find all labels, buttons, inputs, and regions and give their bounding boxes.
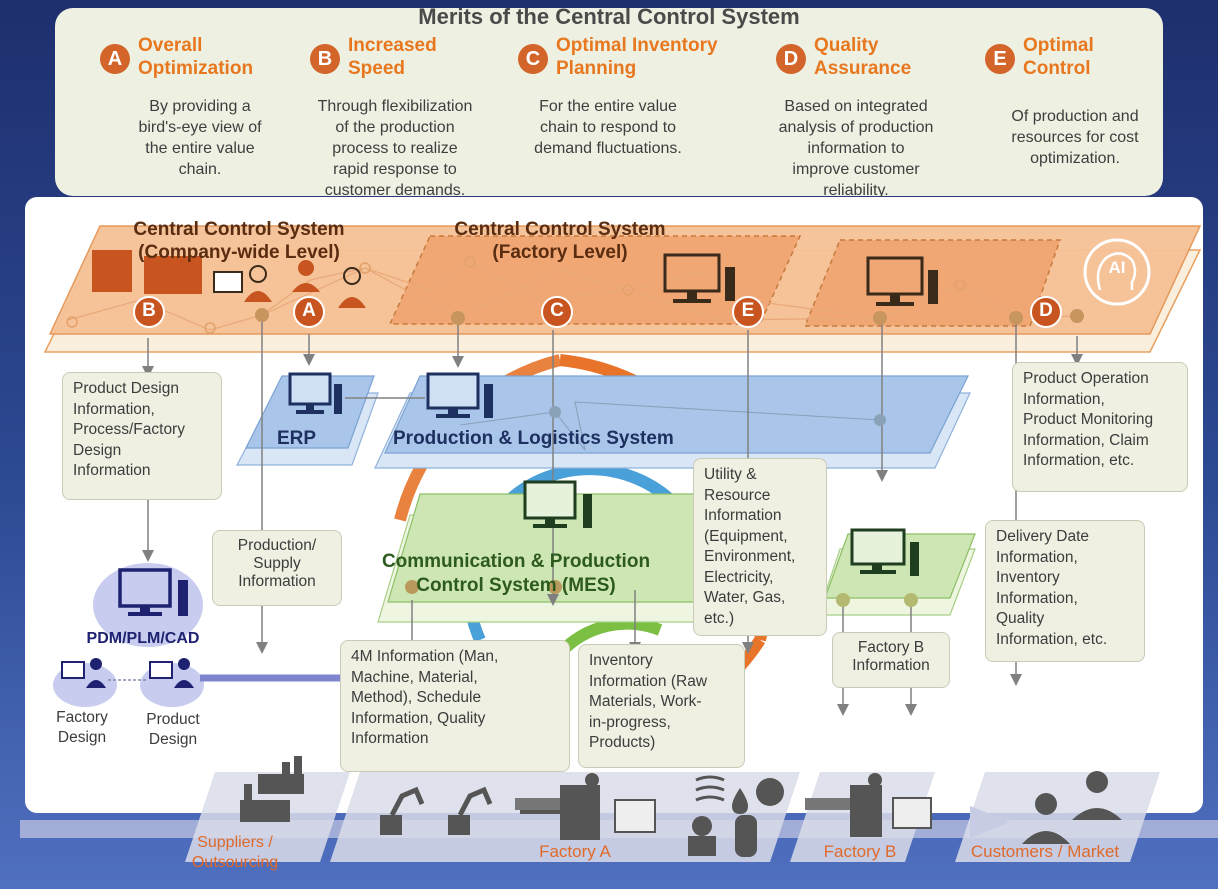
phone-user-icon <box>1072 771 1122 820</box>
monitor-icon <box>663 253 735 303</box>
wind-icon <box>695 775 725 802</box>
layer-badges <box>133 296 1062 328</box>
worker-icon <box>688 816 716 856</box>
badge-a: A <box>100 44 130 74</box>
layer-badge-c: C <box>550 300 564 321</box>
pls-layer <box>236 375 971 469</box>
factory-b-label: Factory B <box>823 842 897 861</box>
merit-c-title-2: Planning <box>556 58 637 79</box>
customers-label: Customers / Market <box>970 842 1120 861</box>
pdm-label: PDM/PLM/CAD <box>86 630 200 647</box>
merits-banner <box>55 8 1163 196</box>
merit-e-title-1: Optimal <box>1023 35 1094 56</box>
production-line-icon <box>515 773 600 840</box>
ccs-company-label: Central Control System(Company-wide Leve… <box>133 219 345 263</box>
ai-icon <box>1083 238 1151 306</box>
merit-a-title-2: Optimization <box>138 58 254 79</box>
factory-icons <box>240 756 1122 857</box>
ai-label: AI <box>1108 258 1126 277</box>
production-line-icon <box>805 773 882 837</box>
customer-icon <box>1022 793 1070 844</box>
monitor-icon <box>118 568 188 616</box>
badge-d: D <box>776 44 806 74</box>
layer-badge-b: B <box>142 300 156 321</box>
merit-d-title-2: Assurance <box>814 58 912 79</box>
merit-d-title-1: Quality <box>814 35 879 56</box>
company-people-icons <box>92 250 366 308</box>
flow-arrow-customers <box>970 806 1010 838</box>
badge-b: B <box>310 44 340 74</box>
merit-c-title-1: Optimal Inventory <box>556 35 718 56</box>
merit-a-title-1: Overall <box>138 35 203 56</box>
monitor-icon <box>866 256 938 306</box>
box-icon <box>892 797 932 829</box>
page-title: Merits of the Central Control System <box>418 4 800 29</box>
pls-label: Production & Logistics System <box>393 428 674 449</box>
layer-badge-a: A <box>302 300 316 321</box>
merit-e-title-2: Control <box>1023 58 1091 79</box>
factory-building-icon <box>240 756 304 822</box>
design-people-icons <box>61 658 194 688</box>
factory-a-label: Factory A <box>539 842 611 861</box>
gas-tank-icon <box>735 815 757 857</box>
ccs-factory-label: Central Control System(Factory Level) <box>454 219 666 263</box>
monitor-icon <box>288 372 342 414</box>
merit-b-title-1: Increased <box>348 35 437 56</box>
layer-badge-d: D <box>1039 300 1053 321</box>
suppliers-label: Suppliers /Outsourcing <box>191 834 279 871</box>
badge-c: C <box>518 44 548 74</box>
monitor-icons <box>118 253 938 616</box>
monitor-icon <box>426 372 493 418</box>
erp-label: ERP <box>277 428 317 449</box>
four-m-info-box: 4M Information (Man,Machine, Material,Me… <box>340 640 570 772</box>
network-nodes <box>66 256 1084 607</box>
robot-arm-icon <box>380 786 425 835</box>
merit-b-title-2: Speed <box>348 58 406 79</box>
monitor-icon <box>523 480 592 528</box>
robot-arm-icon <box>448 786 493 835</box>
water-drop-icon <box>732 788 748 814</box>
lightning-icon <box>756 778 784 806</box>
monitor-icon <box>850 528 919 576</box>
badge-e: E <box>985 44 1015 74</box>
box-icon <box>614 799 656 833</box>
layer-badge-e: E <box>741 300 755 321</box>
